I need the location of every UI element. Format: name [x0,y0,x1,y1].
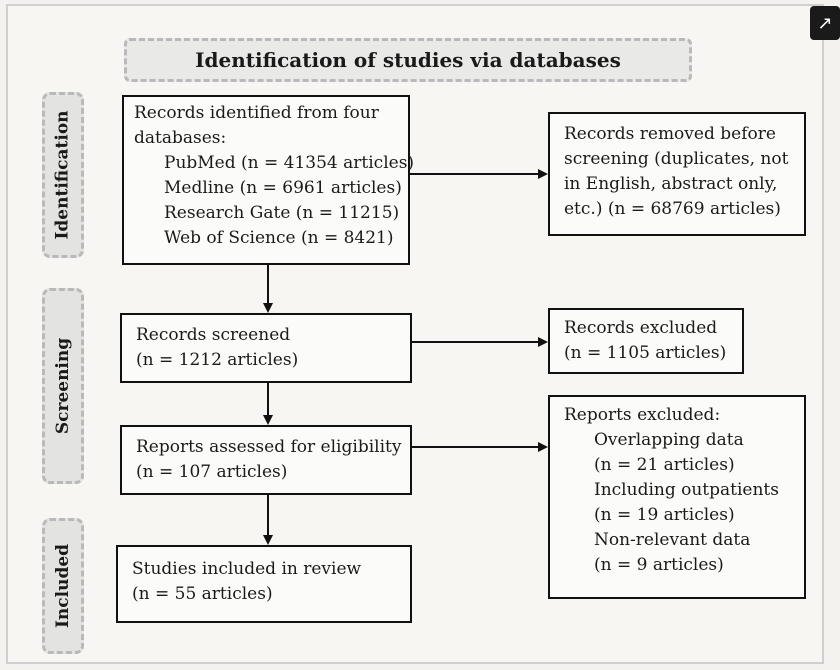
records-identified-line-1: Records identified from four [134,103,379,123]
reports-assessed-line-2: (n = 107 articles) [136,462,288,482]
reports-excluded-nonrelevant-count: (n = 9 articles) [594,555,724,575]
records-identified-pubmed: PubMed (n = 41354 articles) [164,153,415,173]
records-identified-box: Records identified from four databases: … [122,95,415,265]
reports-excluded-overlapping: Overlapping data [594,430,744,450]
records-removed-box: Records removed before screening (duplic… [548,112,806,236]
records-removed-line-1: Records removed before [564,124,776,144]
reports-excluded-heading: Reports excluded: [564,405,721,425]
records-identified-line-2: databases: [134,128,227,148]
diagram-title-text: Identification of studies via databases [195,48,621,72]
records-identified-medline: Medline (n = 6961 articles) [164,178,402,198]
records-removed-line-4: etc.) (n = 68769 articles) [564,199,781,219]
diagram-title: Identification of studies via databases [124,38,692,82]
records-excluded-line-1: Records excluded [564,318,718,338]
studies-included-box: Studies included in review (n = 55 artic… [116,545,412,623]
studies-included-line-1: Studies included in review [132,559,362,579]
reports-excluded-overlapping-count: (n = 21 articles) [594,455,735,475]
records-removed-line-3: in English, abstract only, [564,174,778,194]
phase-included: Included [42,518,84,654]
records-excluded-line-2: (n = 1105 articles) [564,343,727,363]
records-identified-researchgate: Research Gate (n = 11215) [164,203,400,223]
records-removed-line-2: screening (duplicates, not [564,149,789,169]
studies-included-line-2: (n = 55 articles) [132,584,273,604]
phase-identification: Identification [42,92,84,258]
reports-assessed-box: Reports assessed for eligibility (n = 10… [120,425,412,495]
reports-assessed-line-1: Reports assessed for eligibility [136,437,402,457]
phase-screening: Screening [42,288,84,484]
records-screened-line-1: Records screened [136,325,291,345]
reports-excluded-outpatients: Including outpatients [594,480,779,500]
reports-excluded-nonrelevant: Non-relevant data [594,530,751,550]
records-identified-wos: Web of Science (n = 8421) [164,228,394,248]
external-link-icon[interactable]: ↗ [810,6,840,40]
reports-excluded-box: Reports excluded: Overlapping data (n = … [548,395,806,599]
records-screened-box: Records screened (n = 1212 articles) [120,313,412,383]
records-screened-line-2: (n = 1212 articles) [136,350,299,370]
records-excluded-box: Records excluded (n = 1105 articles) [548,308,744,374]
reports-excluded-outpatients-count: (n = 19 articles) [594,505,735,525]
